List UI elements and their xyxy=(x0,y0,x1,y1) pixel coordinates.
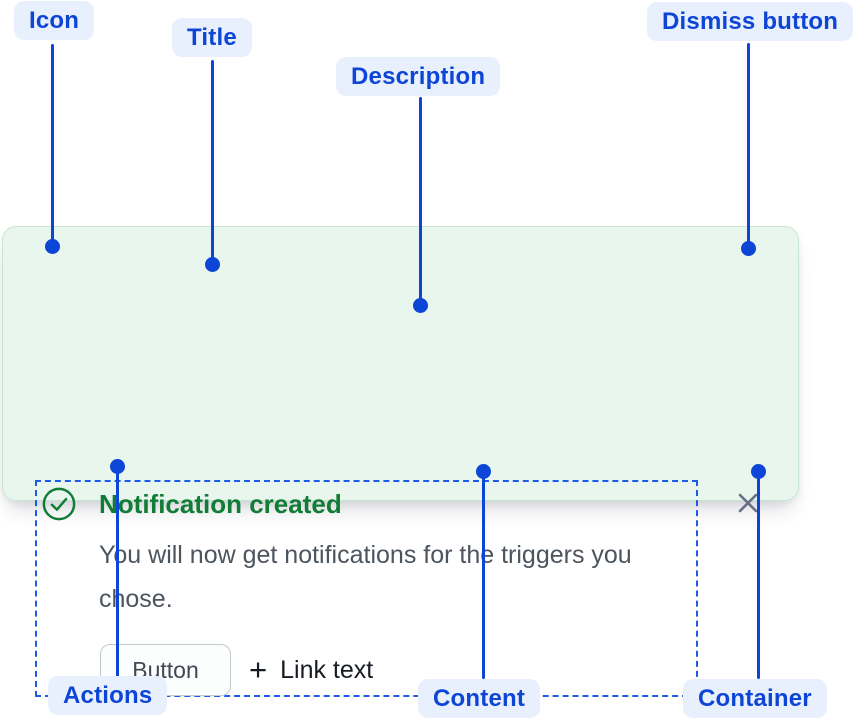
callout-line-icon xyxy=(50,44,54,246)
action-link[interactable]: + Link text xyxy=(249,644,373,696)
callout-label-title: Title xyxy=(172,18,252,57)
callout-line-container xyxy=(756,471,760,679)
callout-dot-actions xyxy=(109,458,125,474)
callout-line-dismiss-button xyxy=(746,43,750,248)
callout-label-dismiss-button: Dismiss button xyxy=(647,2,854,41)
content-region xyxy=(35,480,698,697)
callout-label-container: Container xyxy=(683,679,827,718)
callout-dot-description xyxy=(412,297,428,313)
callout-label-content: Content xyxy=(418,679,541,718)
notification-title: Notification created xyxy=(99,489,342,519)
callout-dot-title xyxy=(204,256,220,272)
callout-line-content xyxy=(481,471,485,679)
check-circle-icon xyxy=(42,487,76,521)
callout-dot-content xyxy=(475,463,491,479)
callout-dot-icon xyxy=(44,238,60,254)
callout-label-description: Description xyxy=(336,57,501,96)
callout-dot-dismiss-button xyxy=(740,240,756,256)
callout-line-description xyxy=(418,97,422,305)
dismiss-button[interactable] xyxy=(729,484,767,522)
callout-label-actions: Actions xyxy=(48,676,168,715)
notification-description: You will now get notifications for the t… xyxy=(99,541,632,613)
callout-dot-container xyxy=(750,463,766,479)
callout-label-icon: Icon xyxy=(14,1,95,40)
callout-line-title xyxy=(210,60,214,264)
close-icon xyxy=(736,491,760,515)
plus-icon: + xyxy=(249,651,268,687)
callout-line-actions xyxy=(115,466,119,677)
action-link-label: Link text xyxy=(280,655,374,684)
